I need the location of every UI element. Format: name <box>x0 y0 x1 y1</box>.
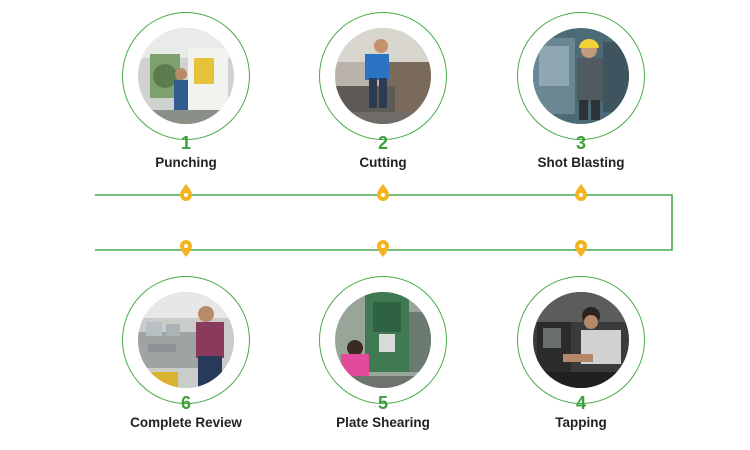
step-number: 3 <box>575 133 586 153</box>
shot-blasting-photo <box>533 28 629 124</box>
step-number: 2 <box>377 133 388 153</box>
flow-marker-1 <box>180 184 192 201</box>
step-ring <box>122 12 250 140</box>
step-label: Cutting <box>359 155 407 170</box>
step-label: Punching <box>155 155 217 170</box>
step-ring <box>319 276 447 404</box>
step-label: Tapping <box>555 415 607 430</box>
step-label: Shot Blasting <box>537 155 625 170</box>
step-number: 4 <box>575 393 586 413</box>
flow-marker-6 <box>180 240 192 257</box>
step-label: Plate Shearing <box>336 415 430 430</box>
step-number: 6 <box>180 393 191 413</box>
complete-review-photo <box>138 292 234 388</box>
step-label: Complete Review <box>130 415 242 430</box>
flow-marker-4 <box>575 240 587 257</box>
flow-marker-2 <box>377 184 389 201</box>
step-ring <box>319 12 447 140</box>
flow-marker-3 <box>575 184 587 201</box>
step-ring <box>122 276 250 404</box>
plate-shearing-photo <box>335 292 431 388</box>
flow-marker-5 <box>377 240 389 257</box>
cutting-photo <box>335 28 431 124</box>
step-ring <box>517 276 645 404</box>
step-ring <box>517 12 645 140</box>
punching-photo <box>138 28 234 124</box>
tapping-photo <box>533 292 629 388</box>
step-number: 1 <box>180 133 191 153</box>
step-number: 5 <box>377 393 388 413</box>
